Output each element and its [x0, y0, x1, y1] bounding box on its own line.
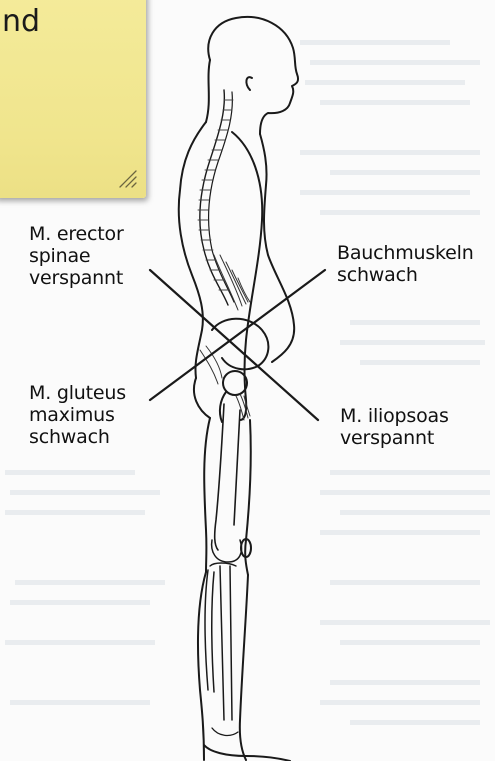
shin-front	[240, 575, 248, 760]
sticky-note[interactable]: nd	[0, 0, 146, 198]
erector-muscle	[214, 255, 250, 310]
chest-front	[260, 134, 294, 362]
gluteus-muscle	[200, 346, 222, 384]
foot	[204, 745, 290, 761]
label-iliopsoas: M. iliopsoas verspannt	[340, 405, 449, 449]
arm-outline	[232, 132, 262, 420]
x-line-2	[150, 270, 325, 400]
tibia-head	[210, 563, 236, 566]
sticky-note-text: nd	[2, 5, 40, 39]
head-outline	[208, 17, 298, 134]
thigh-back	[204, 418, 210, 572]
ankle-bones	[212, 728, 238, 735]
tibia	[220, 566, 232, 720]
label-erector-spinae: M. erector spinae verspannt	[29, 223, 124, 289]
resize-grip-icon[interactable]	[116, 167, 138, 189]
label-gluteus-maximus: M. gluteus maximus schwach	[29, 382, 126, 448]
iliopsoas-muscle	[236, 394, 250, 420]
fibula	[205, 570, 214, 692]
neck-back	[206, 60, 210, 122]
x-line-1	[150, 270, 318, 420]
ear	[246, 77, 252, 90]
buttock	[194, 378, 210, 418]
back-outline	[179, 122, 206, 378]
pelvis	[212, 319, 268, 370]
label-bauchmuskeln: Bauchmuskeln schwach	[337, 242, 474, 286]
spine	[200, 90, 228, 305]
femur	[215, 404, 240, 550]
